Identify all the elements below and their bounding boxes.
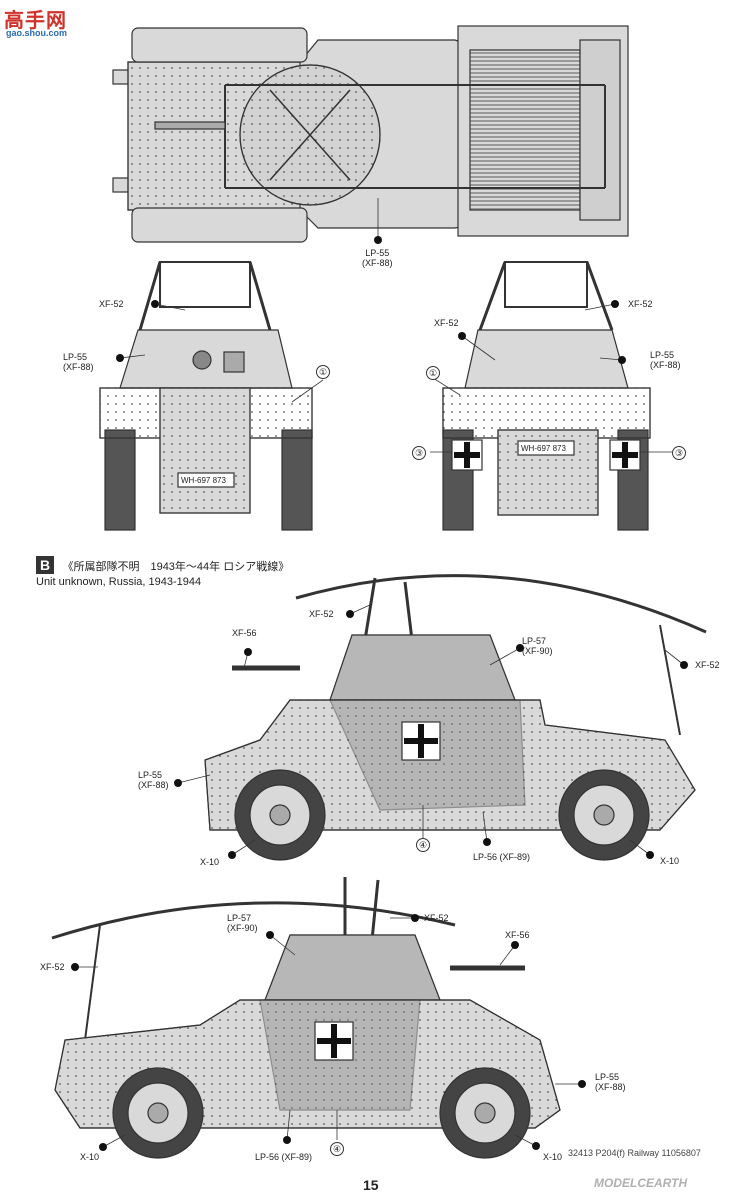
rear-xf52-right-callout: XF-52 bbox=[628, 299, 653, 309]
section-b-title-jp: 《所属部隊不明 1943年〜44年 ロシア戦線》 bbox=[62, 561, 290, 573]
front-view bbox=[99, 261, 313, 531]
s1-x10-right-callout: X-10 bbox=[660, 856, 680, 866]
bottom-watermark: MODELCEARTH bbox=[594, 1176, 688, 1190]
page-number: 15 bbox=[363, 1177, 379, 1193]
site-url: gao.shou.com bbox=[6, 28, 68, 38]
front-licence-plate: WH-697 873 bbox=[181, 476, 226, 485]
rear-view bbox=[442, 261, 651, 531]
section-b-heading: B 《所属部隊不明 1943年〜44年 ロシア戦線》 Unit unknown,… bbox=[36, 556, 289, 588]
s2-marker-4: ④ bbox=[330, 1142, 344, 1156]
front-marker-1: ① bbox=[316, 365, 330, 379]
rear-cross-right bbox=[609, 439, 641, 471]
front-lp55-callout: LP-55 (XF-88) bbox=[63, 352, 94, 372]
rear-marker-3-left: ③ bbox=[412, 446, 426, 460]
s1-x10-left-callout: X-10 bbox=[200, 857, 220, 867]
s2-lp56-callout: LP-56 (XF-89) bbox=[255, 1152, 313, 1162]
side-view-right bbox=[204, 574, 707, 861]
s2-x10-right-callout: X-10 bbox=[543, 1152, 563, 1162]
footer-code: 32413 P204(f) Railway 11056807 bbox=[568, 1148, 701, 1158]
s1-marker-4: ④ bbox=[416, 838, 430, 852]
s1-xf52-top-callout: XF-52 bbox=[309, 609, 334, 619]
rear-xf52-left-callout: XF-52 bbox=[434, 318, 459, 328]
top-lp55-callout: LP-55 (XF-88) bbox=[362, 248, 393, 268]
front-xf52-callout: XF-52 bbox=[99, 299, 124, 309]
paint-markers bbox=[71, 236, 688, 1151]
s2-xf52-left-callout: XF-52 bbox=[40, 962, 65, 972]
section-b-title-en: Unit unknown, Russia, 1943-1944 bbox=[36, 576, 202, 588]
site-watermark-logo: 高手网 gao.shou.com bbox=[4, 4, 114, 38]
side-view-left bbox=[51, 877, 561, 1159]
s1-lp55-callout: LP-55 (XF-88) bbox=[138, 770, 169, 790]
section-b-badge: B bbox=[36, 556, 54, 574]
s1-lp57-callout: LP-57 (XF-90) bbox=[522, 636, 553, 656]
site-name-cn: 高手网 bbox=[4, 10, 67, 32]
rear-cross-left bbox=[451, 439, 483, 471]
s2-lp57-callout: LP-57 (XF-90) bbox=[227, 913, 258, 933]
s1-lp56-callout: LP-56 (XF-89) bbox=[473, 852, 531, 862]
s1-xf56-callout: XF-56 bbox=[232, 628, 257, 638]
s2-lp55-callout: LP-55 (XF-88) bbox=[595, 1072, 626, 1092]
s2-xf56-callout: XF-56 bbox=[505, 930, 530, 940]
rear-licence-plate: WH-697 873 bbox=[521, 444, 566, 453]
top-view bbox=[112, 25, 629, 243]
s2-x10-left-callout: X-10 bbox=[80, 1152, 100, 1162]
s1-xf52-right-callout: XF-52 bbox=[695, 660, 720, 670]
rear-marker-3-right: ③ bbox=[672, 446, 686, 460]
rear-marker-1: ① bbox=[426, 366, 440, 380]
rear-lp55-callout: LP-55 (XF-88) bbox=[650, 350, 681, 370]
s2-xf52-top-callout: XF-52 bbox=[424, 913, 449, 923]
